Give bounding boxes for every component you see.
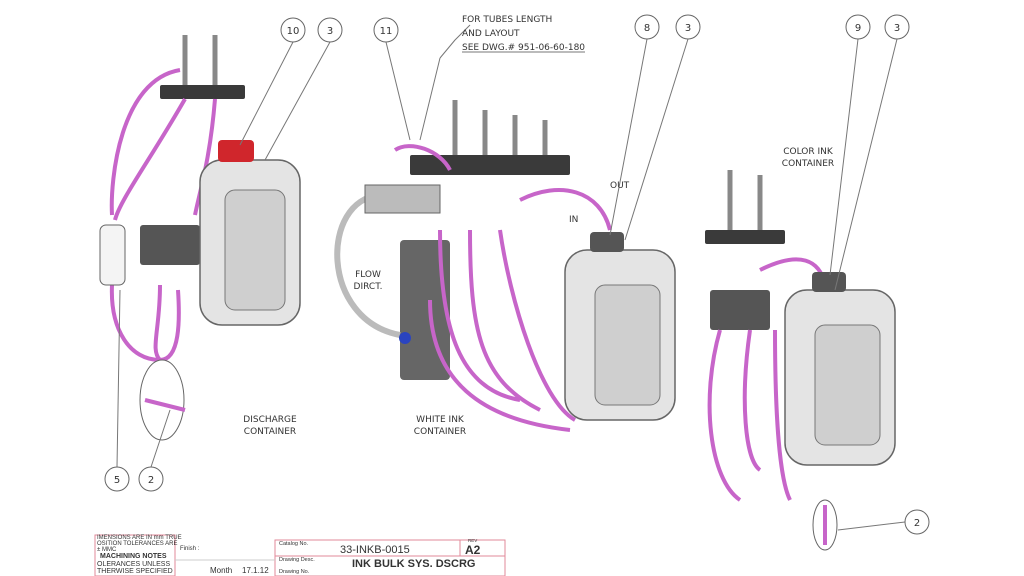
in-label: IN bbox=[569, 215, 578, 225]
note-line-3: SEE DWG.# 951-06-60-180 bbox=[462, 43, 585, 53]
item-balloons bbox=[104, 14, 930, 535]
note-line-1: FOR TUBES LENGTH bbox=[462, 15, 552, 25]
rev-label: REV bbox=[468, 538, 478, 543]
flow-label-2: DIRCT. bbox=[354, 282, 383, 292]
machining-notes: OLERANCES UNLESS THERWISE SPECIFIED bbox=[97, 561, 173, 575]
month-label: Month bbox=[210, 566, 233, 575]
date: 17.1.12 bbox=[242, 566, 269, 575]
revision: A2 bbox=[465, 543, 481, 557]
machining-notes-title: MACHINING NOTES bbox=[100, 553, 167, 560]
note: ± MMC bbox=[97, 547, 117, 553]
catalog-label: Catalog No. bbox=[279, 541, 309, 547]
discharge-label-2: CONTAINER bbox=[244, 427, 296, 437]
drawing-desc-label: Drawing Desc. bbox=[279, 557, 315, 563]
leader-lines bbox=[116, 24, 906, 531]
drawing-no-label: Drawing No. bbox=[279, 569, 310, 575]
balloon-11: 11 bbox=[380, 26, 393, 37]
catalog-number: 33-INKB-0015 bbox=[340, 544, 410, 556]
color-ink-label-1: COLOR INK bbox=[783, 147, 834, 157]
balloon-5: 5 bbox=[114, 475, 120, 486]
balloon-3: 3 bbox=[327, 26, 333, 37]
note-line-2: AND LAYOUT bbox=[462, 29, 520, 39]
dimension-notes: IMENSIONS ARE IN mm TRUE OSITION TOLERAN… bbox=[97, 535, 182, 553]
out-label: OUT bbox=[610, 181, 630, 191]
color-ink-assembly bbox=[705, 170, 896, 551]
balloon-8: 8 bbox=[644, 23, 650, 34]
balloon-3: 3 bbox=[685, 23, 691, 34]
white-ink-label-2: CONTAINER bbox=[414, 427, 466, 437]
white-ink-label-1: WHITE INK bbox=[416, 415, 465, 425]
balloon-10: 10 bbox=[287, 26, 300, 37]
flow-label-1: FLOW bbox=[355, 270, 381, 280]
note: OSITION TOLERANCES ARE bbox=[97, 541, 178, 547]
note: IMENSIONS ARE IN mm TRUE bbox=[97, 535, 182, 541]
title-block-frame bbox=[94, 534, 506, 576]
balloon-2: 2 bbox=[148, 475, 154, 486]
balloon-9: 9 bbox=[855, 23, 861, 34]
finish-label: Finish : bbox=[180, 546, 200, 552]
discharge-label-1: DISCHARGE bbox=[243, 415, 297, 425]
balloon-2: 2 bbox=[914, 518, 920, 529]
drawing-description: INK BULK SYS. DSCRG bbox=[352, 558, 476, 570]
note: OLERANCES UNLESS bbox=[97, 561, 171, 568]
white-ink-assembly bbox=[334, 100, 676, 432]
color-ink-label-2: CONTAINER bbox=[782, 159, 834, 169]
balloon-3: 3 bbox=[894, 23, 900, 34]
discharge-assembly bbox=[99, 35, 301, 441]
note: THERWISE SPECIFIED bbox=[97, 568, 173, 575]
